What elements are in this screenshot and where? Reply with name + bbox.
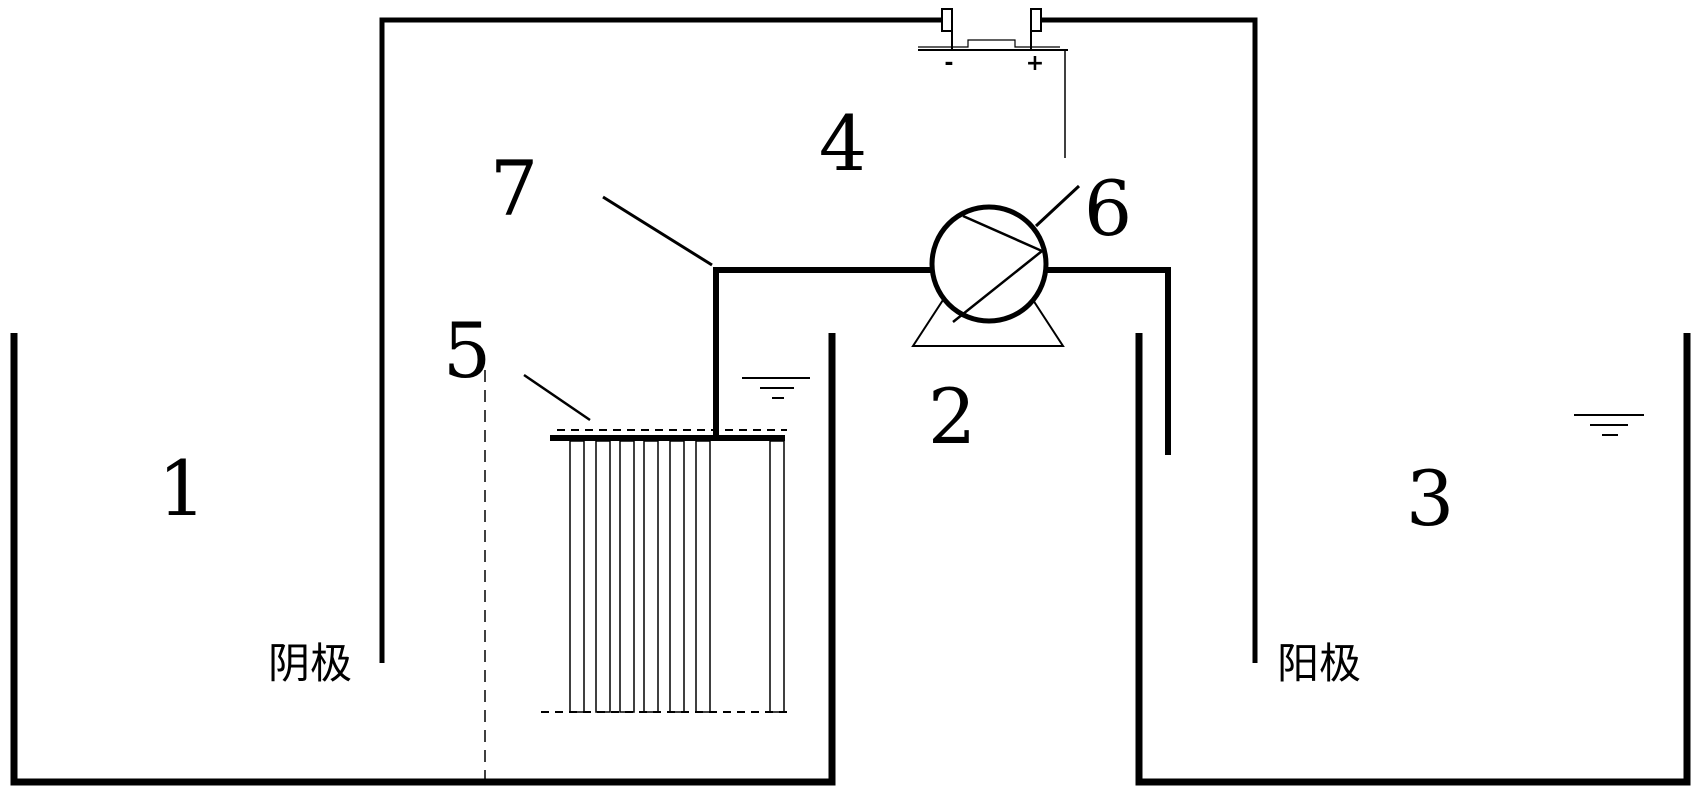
negative-terminal-post: [941, 8, 953, 32]
cathode-label: 阴极: [268, 639, 352, 688]
membrane-fiber: [769, 440, 785, 713]
membrane-module: [541, 429, 787, 713]
left-tank: [10, 333, 836, 786]
membrane-fiber: [569, 440, 585, 713]
anode-wire: [1040, 17, 1258, 663]
membrane-fiber: [669, 440, 685, 713]
positive-terminal-post: [1030, 8, 1042, 32]
water-level-symbol-right: [1574, 414, 1644, 436]
power-supply: - +: [918, 8, 1068, 76]
membrane-header-bar: [550, 435, 785, 441]
membrane-fiber: [619, 440, 635, 713]
label-tank-3: 3: [1406, 454, 1454, 543]
label-membrane-5: 5: [443, 306, 491, 395]
pump-housing: [929, 204, 1049, 324]
leader-line-6: [1034, 184, 1081, 228]
label-tank-2: 2: [928, 372, 976, 461]
anode-label: 阳极: [1277, 639, 1361, 688]
membrane-fibers: [569, 440, 785, 713]
leader-line-5: [523, 373, 591, 422]
membrane-fiber: [695, 440, 711, 713]
pipe: [713, 267, 1171, 455]
membrane-fiber: [595, 440, 611, 713]
water-level-symbol-left: [742, 377, 810, 399]
cathode-wire: [379, 17, 942, 663]
negative-sign: -: [944, 51, 953, 76]
pump: [911, 204, 1065, 347]
right-tank: [1135, 333, 1691, 786]
positive-sign: +: [1026, 51, 1044, 76]
pump-impeller: [952, 214, 1045, 323]
power-supply-body: [918, 39, 1060, 48]
membrane-fiber: [643, 440, 659, 713]
label-power-4: 4: [819, 99, 867, 188]
leader-line-7: [602, 195, 713, 267]
label-tank-1: 1: [158, 444, 206, 533]
label-pipe-7: 7: [490, 144, 538, 233]
label-pump-6: 6: [1084, 164, 1132, 253]
